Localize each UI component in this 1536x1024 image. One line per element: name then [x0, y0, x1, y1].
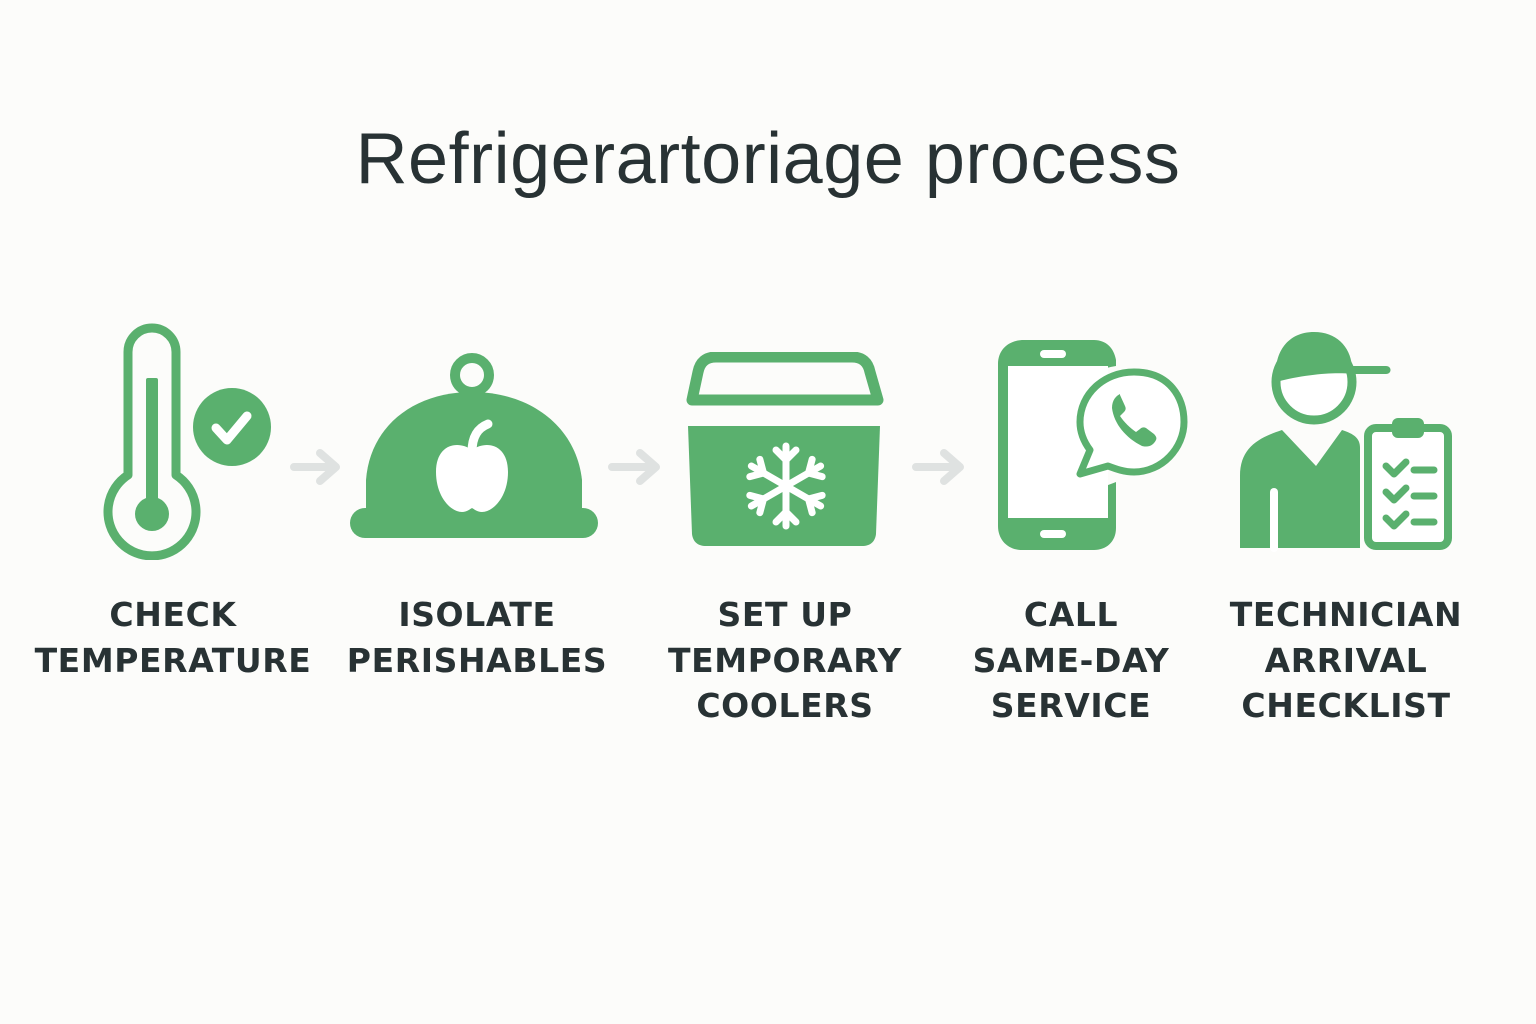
- thermometer-check-icon: [100, 320, 280, 561]
- diagram-title: Refrigerartoriage process: [355, 119, 1181, 199]
- step-label-technician-arrival-checklist: TECHNICIAN ARRIVAL CHECKLIST: [1229, 595, 1463, 725]
- step-label-isolate-perishables: ISOLATE PERISHABLES: [346, 595, 608, 680]
- technician-clipboard-icon: [1236, 326, 1456, 552]
- step-label-check-temperature: CHECK TEMPERATURE: [34, 595, 312, 680]
- phone-call-bubble-icon: [994, 338, 1194, 552]
- step-label-set-up-temporary-coolers: SET UP TEMPORARY COOLERS: [668, 595, 902, 725]
- arrow-right-icon: [290, 446, 342, 486]
- step-label-call-same-day-service: CALL SAME-DAY SERVICE: [972, 595, 1170, 725]
- arrow-right-icon: [608, 446, 662, 486]
- arrow-right-icon: [912, 446, 966, 486]
- cooler-snowflake-icon: [684, 351, 886, 550]
- food-cloche-apple-icon: [348, 352, 600, 542]
